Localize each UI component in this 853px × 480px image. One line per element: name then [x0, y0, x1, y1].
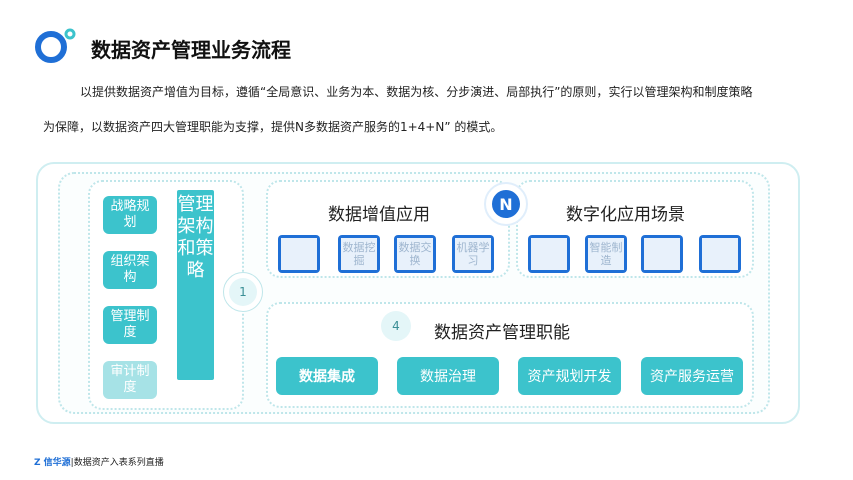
left-item-organization: 组织架构	[103, 251, 157, 289]
digital-scene-tile-1	[528, 235, 570, 273]
footer-brand: Z 信华源	[34, 458, 71, 468]
intro-line-1: 以提供数据资产增值为目标，遵循“全局意识、业务为本、数据为核、分步演进、局部执行…	[80, 85, 753, 99]
function-data-integration: 数据集成	[276, 357, 378, 395]
function-asset-planning: 资产规划开发	[518, 357, 621, 395]
value-apps-title: 数据增值应用	[328, 205, 430, 225]
left-item-audit-system: 审计制度	[103, 361, 157, 399]
left-item-management-system: 管理制度	[103, 306, 157, 344]
value-app-tile-1	[278, 235, 320, 273]
brand-logo-icon	[35, 28, 76, 63]
left-item-strategy: 战略规划	[103, 196, 157, 234]
footer-text: |数据资产入表系列直播	[70, 458, 164, 468]
footer: Z 信华源|数据资产入表系列直播	[34, 455, 164, 468]
digital-scenes-title: 数字化应用场景	[566, 205, 685, 225]
digital-scene-tile-2: 智能制造	[585, 235, 627, 273]
page-title: 数据资产管理业务流程	[91, 38, 291, 62]
value-app-tile-3: 数据交换	[394, 235, 436, 273]
value-app-tile-4: 机器学习	[452, 235, 494, 273]
intro-line-2: 为保障，以数据资产四大管理职能为支撑，提供N多数据资产服务的1+4+N” 的模式…	[43, 120, 503, 134]
badge-n-ring: N	[484, 182, 528, 226]
management-architecture-vertical-label: 管理架构和策略	[177, 190, 214, 380]
digital-scene-tile-4	[699, 235, 741, 273]
digital-scene-tile-3	[641, 235, 683, 273]
management-functions-title: 数据资产管理职能	[434, 323, 570, 343]
function-data-governance: 数据治理	[397, 357, 499, 395]
function-asset-service: 资产服务运营	[641, 357, 743, 395]
badge-n: N	[490, 188, 522, 220]
badge-one: 1	[229, 278, 257, 306]
value-app-tile-2: 数据挖掘	[338, 235, 380, 273]
badge-one-ring: 1	[223, 272, 263, 312]
badge-four: 4	[381, 311, 411, 341]
